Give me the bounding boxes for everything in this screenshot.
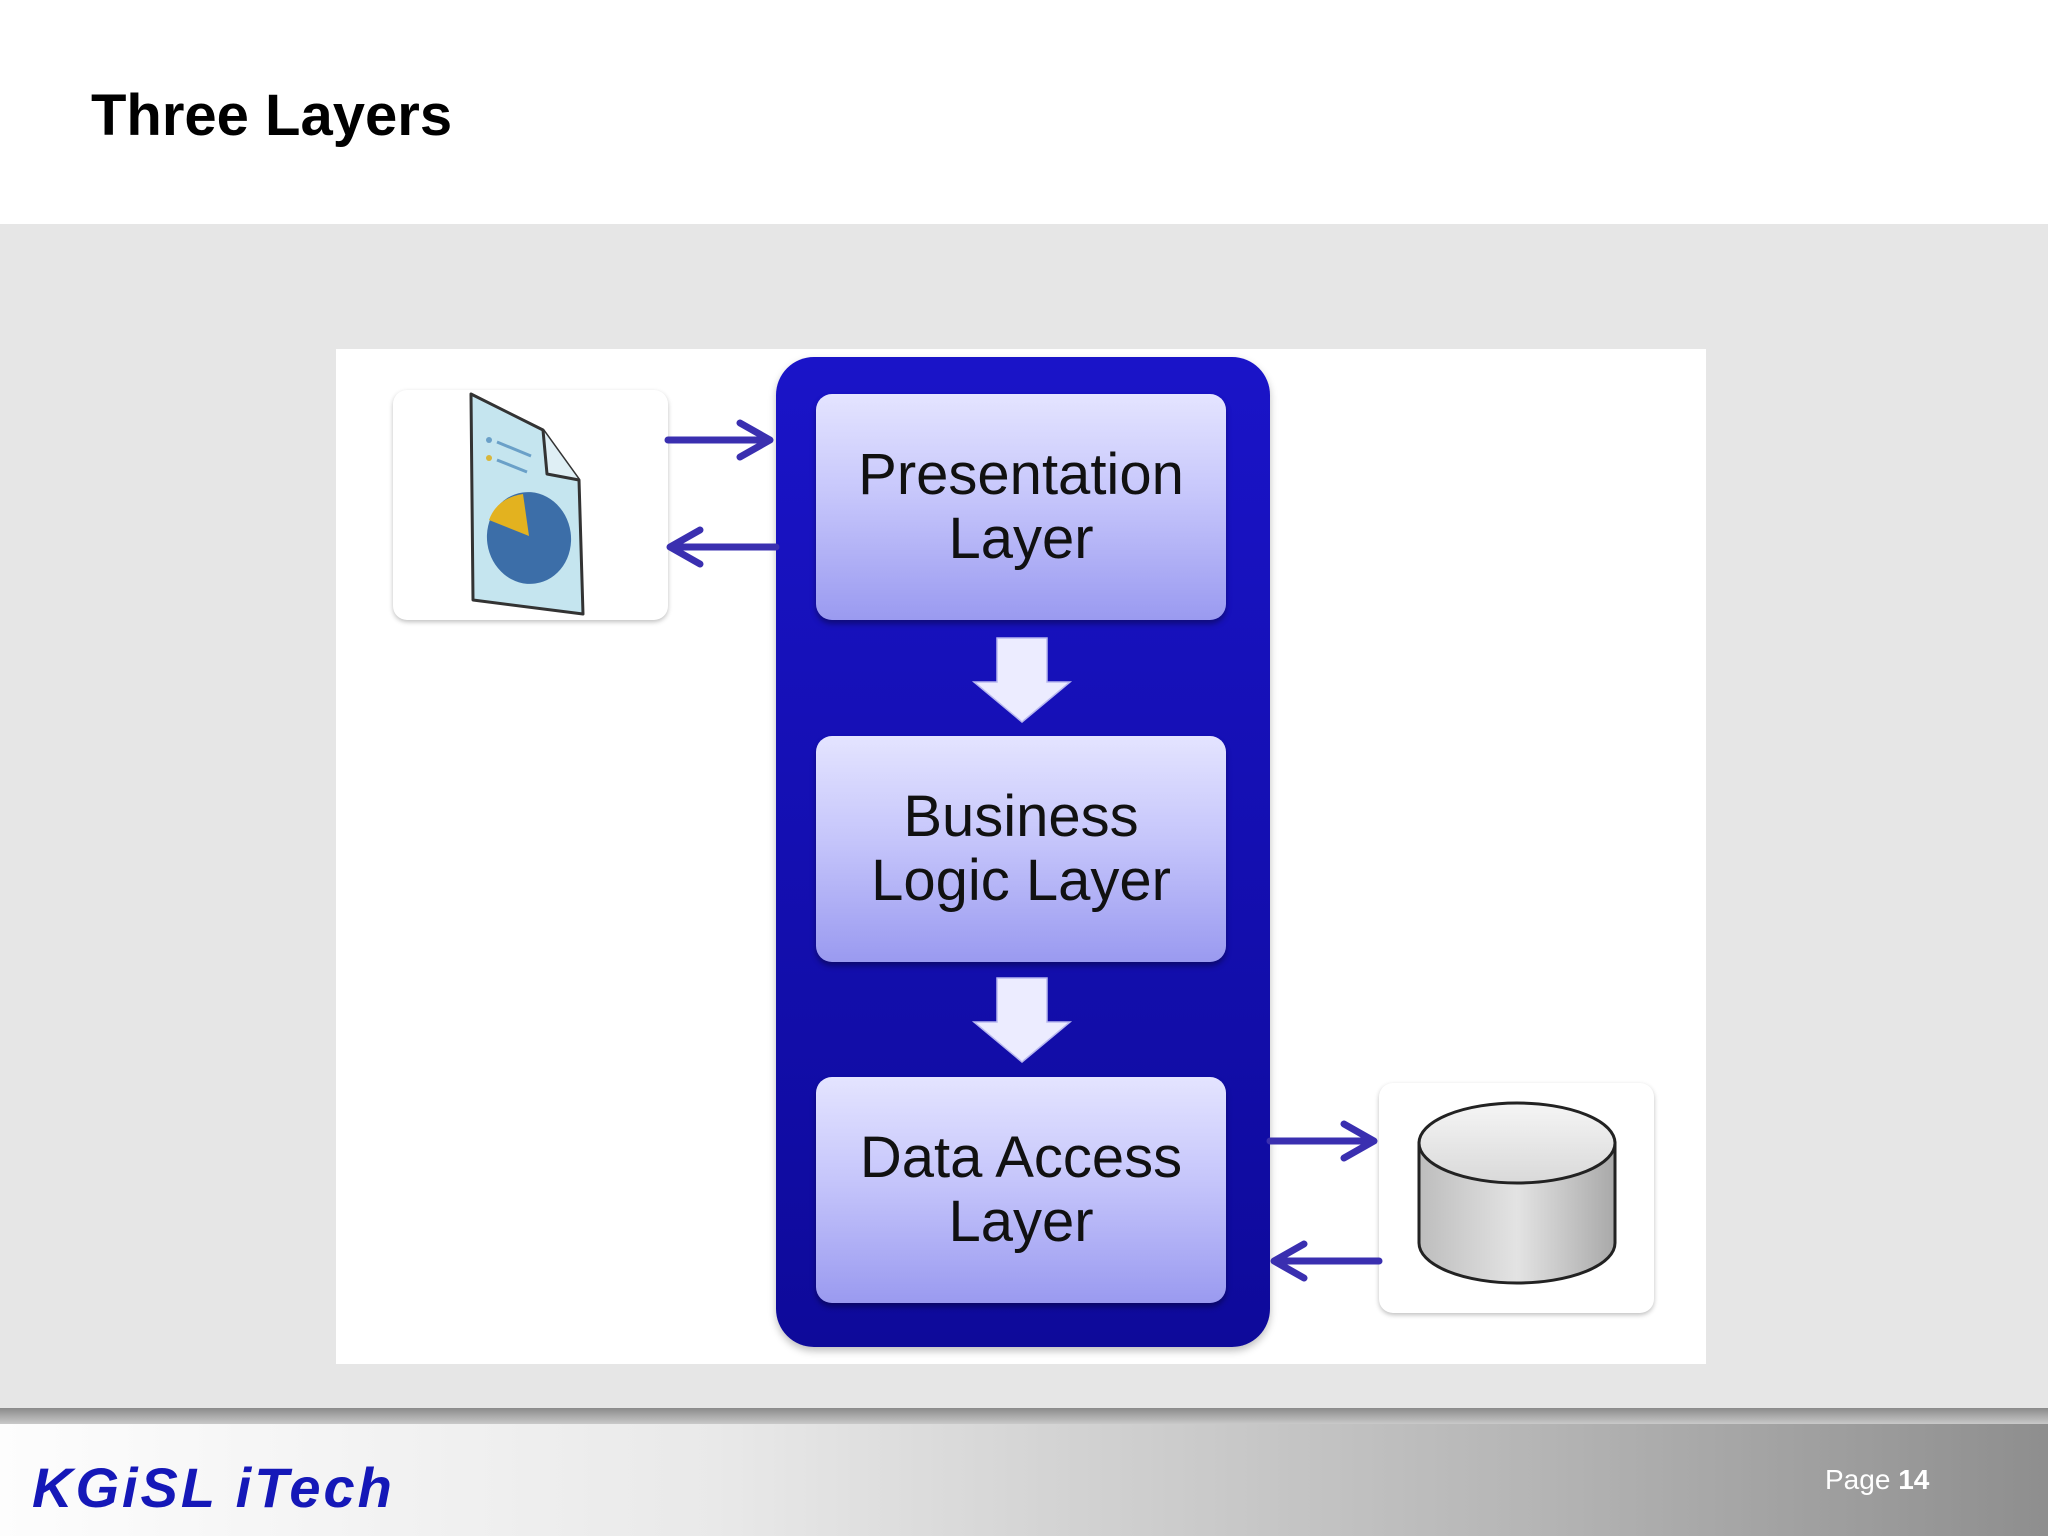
page-prefix: Page [1825,1464,1891,1495]
slide-title: Three Layers [91,83,453,148]
business-logic-layer-label: Business Logic Layer [871,784,1171,913]
business-logic-layer-box: Business Logic Layer [816,736,1226,962]
report-document-icon [469,392,585,616]
page-number: Page 14 [1825,1464,1929,1496]
database-cylinder-icon [1417,1101,1617,1285]
brand-logo: KGiSL iTech [32,1456,395,1519]
presentation-layer-label: Presentation Layer [858,442,1184,571]
client-to-presentation-arrow [664,419,774,461]
presentation-to-business-down-arrow [971,637,1073,723]
presentation-to-client-arrow [666,526,780,568]
database-card [1379,1083,1654,1313]
client-card [393,390,668,620]
database-to-data-access-arrow [1270,1240,1383,1282]
footer-rule [0,1408,2048,1424]
data-access-layer-box: Data Access Layer [816,1077,1226,1303]
business-to-data-down-arrow [971,977,1073,1063]
data-access-layer-label: Data Access Layer [859,1125,1183,1254]
footer-bar: KGiSL iTech Page 14 [0,1408,2048,1536]
presentation-layer-box: Presentation Layer [816,394,1226,620]
data-access-to-database-arrow [1266,1120,1378,1162]
page-number-value: 14 [1898,1464,1930,1495]
